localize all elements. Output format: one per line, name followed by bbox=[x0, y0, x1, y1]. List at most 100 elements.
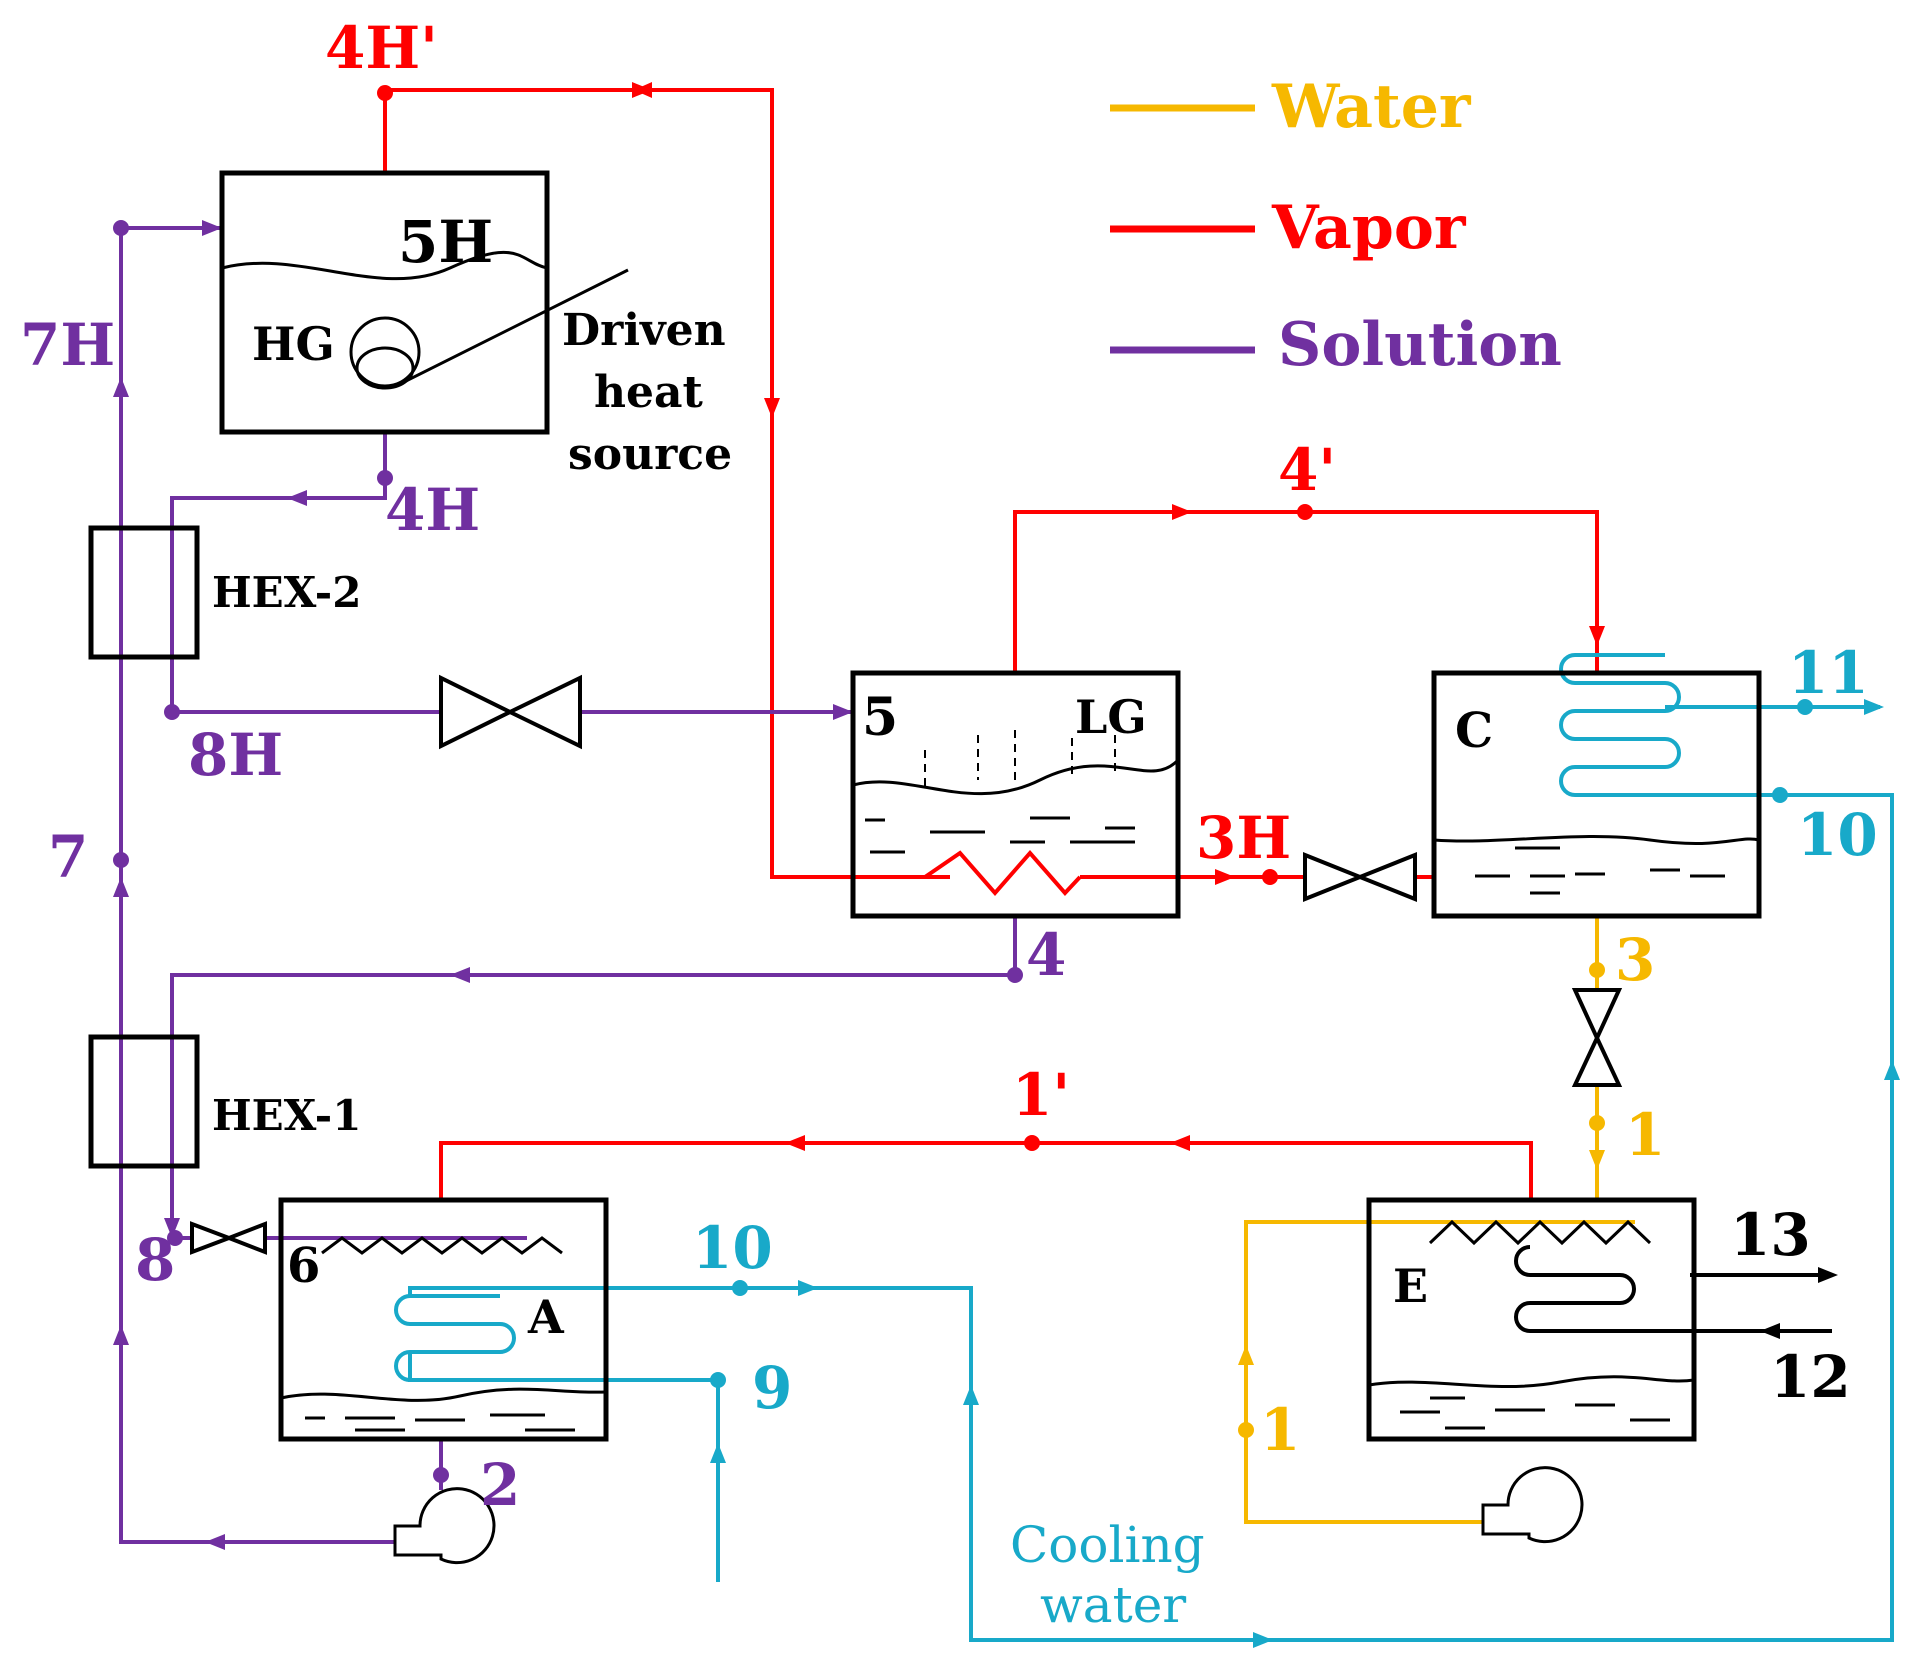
valve-8H bbox=[439, 674, 515, 750]
valve-8H-b bbox=[505, 674, 582, 750]
high-pressure-generator bbox=[219, 170, 550, 435]
arrow-head bbox=[764, 398, 780, 418]
legend-water-label: Water bbox=[1271, 72, 1472, 142]
node-dot bbox=[1262, 869, 1278, 885]
point-2: 2 bbox=[480, 1451, 520, 1519]
evaporator bbox=[1366, 1197, 1697, 1442]
point-13: 13 bbox=[1730, 1201, 1811, 1269]
valve-8-b bbox=[223, 1221, 267, 1255]
point-10-condenser: 10 bbox=[1797, 801, 1878, 869]
hg-heater-lead bbox=[397, 268, 629, 387]
node-dot bbox=[1589, 1115, 1605, 1131]
valve-3-1-b bbox=[1571, 1033, 1623, 1087]
vapor-coil-zigzag bbox=[900, 849, 1082, 897]
cooling-label-line2: water bbox=[1040, 1576, 1186, 1634]
node-dot bbox=[710, 1372, 726, 1388]
vapor-lines bbox=[383, 88, 1599, 1200]
node-dot bbox=[1238, 1422, 1254, 1438]
condenser-label: C bbox=[1455, 703, 1493, 759]
hg-name-label: HG bbox=[252, 317, 335, 371]
arrow-head bbox=[1589, 1150, 1605, 1170]
point-9: 9 bbox=[752, 1354, 792, 1422]
legend: Water Vapor Solution bbox=[1110, 72, 1562, 380]
absorber-pump bbox=[393, 1487, 496, 1565]
lg-name-label: LG bbox=[1075, 690, 1147, 744]
driven-heat-source-line3: source bbox=[568, 429, 732, 480]
point-10-absorber: 10 bbox=[692, 1214, 773, 1282]
vapor-dots bbox=[377, 85, 1313, 1151]
absorber-label: A bbox=[527, 1290, 565, 1344]
liquid-dashes bbox=[305, 730, 1725, 1432]
vapor-line-4prime bbox=[1013, 510, 1599, 673]
valve-8 bbox=[190, 1221, 235, 1255]
node-dot bbox=[1589, 962, 1605, 978]
cooling-label-line1: Cooling bbox=[1010, 1516, 1205, 1574]
node-dot bbox=[164, 704, 180, 720]
arrow-head bbox=[205, 1534, 225, 1550]
node-dot bbox=[167, 1230, 183, 1246]
arrow-head bbox=[710, 1443, 726, 1463]
legend-solution-label: Solution bbox=[1278, 310, 1562, 380]
arrow-head bbox=[1170, 1135, 1190, 1151]
vapor-line-4Hprime bbox=[383, 88, 950, 879]
point-1-loop: 1 bbox=[1260, 1396, 1300, 1464]
node-dot bbox=[377, 470, 393, 486]
hex1-label: HEX-1 bbox=[212, 1091, 361, 1140]
evaporator-pump bbox=[1481, 1466, 1584, 1544]
arrow-head bbox=[833, 704, 853, 720]
arrow-head bbox=[450, 967, 470, 983]
arrow-head bbox=[1760, 1323, 1780, 1339]
cooling-lines bbox=[394, 653, 1894, 1642]
arrow-head bbox=[113, 1325, 129, 1345]
condenser bbox=[1431, 670, 1762, 919]
hg-heater-outer bbox=[349, 316, 421, 388]
condenser-coil bbox=[1559, 653, 1762, 797]
cooling-arrows bbox=[710, 699, 1900, 1648]
point-4Hprime: 4H' bbox=[325, 14, 438, 82]
water-lines bbox=[1244, 916, 1635, 1524]
node-dot bbox=[732, 1280, 748, 1296]
spray-nozzles bbox=[321, 1219, 1652, 1255]
valve-3H bbox=[1303, 852, 1366, 902]
cooling-line-10-a bbox=[408, 793, 1894, 1642]
arrow-head bbox=[1589, 626, 1605, 646]
vapor-line-1prime bbox=[439, 1141, 1533, 1200]
node-dot bbox=[1007, 967, 1023, 983]
point-4: 4 bbox=[1026, 921, 1066, 989]
arrow-head bbox=[798, 1280, 818, 1296]
driven-heat-source-line1: Driven bbox=[562, 305, 726, 356]
arrow-head bbox=[164, 1218, 180, 1238]
arrow-head bbox=[1172, 504, 1192, 520]
point-1prime: 1' bbox=[1012, 1061, 1070, 1129]
point-3: 3 bbox=[1615, 926, 1655, 994]
point-7H: 7H bbox=[20, 311, 115, 379]
hex2-label: HEX-2 bbox=[212, 568, 361, 617]
arrow-head bbox=[287, 490, 307, 506]
node-dot bbox=[113, 852, 129, 868]
heat-exchanger-1 bbox=[88, 1034, 200, 1169]
evaporator-label: E bbox=[1393, 1259, 1428, 1313]
low-pressure-generator bbox=[850, 670, 1181, 919]
node-dot bbox=[1797, 699, 1813, 715]
node-dot bbox=[1772, 787, 1788, 803]
cooling-water-caption: Cooling water bbox=[1010, 1516, 1205, 1634]
arrow-head bbox=[113, 877, 129, 897]
water-dots bbox=[1238, 962, 1605, 1438]
arrow-head bbox=[1864, 699, 1884, 715]
state-point-labels: 4H' 7H 4H 8H 7 8 2 4' 3H 4 11 10 3 1 1' … bbox=[20, 14, 1878, 1519]
arrow-head bbox=[1215, 869, 1235, 885]
water-arrows bbox=[1238, 1150, 1605, 1365]
evaporator-liquid-level bbox=[1368, 1375, 1695, 1389]
cooling-line-9 bbox=[408, 1352, 720, 1582]
point-3H: 3H bbox=[1196, 804, 1291, 872]
arrow-head bbox=[1818, 1267, 1838, 1283]
arrow-head bbox=[1884, 1060, 1900, 1080]
evaporator-coil bbox=[1514, 1245, 1832, 1333]
arrow-head bbox=[785, 1135, 805, 1151]
point-4prime: 4' bbox=[1278, 436, 1336, 504]
node-dot bbox=[113, 220, 129, 236]
point-11: 11 bbox=[1788, 639, 1869, 707]
solution-line-2-7-7H bbox=[119, 226, 395, 1544]
point-8H: 8H bbox=[188, 721, 283, 789]
node-dot bbox=[377, 85, 393, 101]
